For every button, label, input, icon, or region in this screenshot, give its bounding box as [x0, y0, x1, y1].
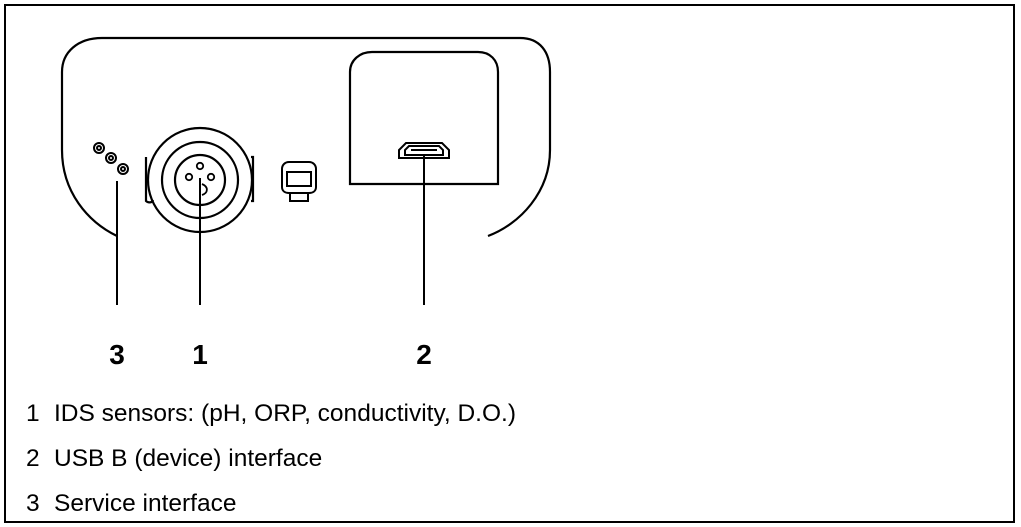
legend-item-number: 2 — [26, 445, 40, 472]
callout-number-2: 2 — [416, 339, 432, 370]
figure-frame — [4, 4, 1015, 523]
legend-item-text: USB B (device) interface — [54, 445, 323, 472]
legend-item-number: 3 — [26, 490, 40, 517]
device-housing-outline — [60, 36, 552, 238]
legend-list: 1 IDS sensors: (pH, ORP, conductivity, D… — [26, 391, 516, 526]
callout-leader-lines — [116, 154, 425, 305]
service-interface-contacts-icon — [93, 142, 129, 175]
legend-item-number: 1 — [26, 400, 40, 427]
callout-number-3: 3 — [109, 339, 125, 370]
legend-item: 2 USB B (device) interface — [26, 436, 516, 481]
usb-port-cover — [348, 50, 500, 186]
legend-item-text: IDS sensors: (pH, ORP, conductivity, D.O… — [54, 400, 517, 427]
legend-item: 3 Service interface — [26, 481, 516, 526]
callout-number-1: 1 — [192, 339, 208, 370]
legend-item: 1 IDS sensors: (pH, ORP, conductivity, D… — [26, 391, 516, 436]
usb-b-port-icon — [398, 142, 450, 159]
legend-item-text: Service interface — [54, 490, 237, 517]
square-connector-icon — [281, 161, 317, 202]
